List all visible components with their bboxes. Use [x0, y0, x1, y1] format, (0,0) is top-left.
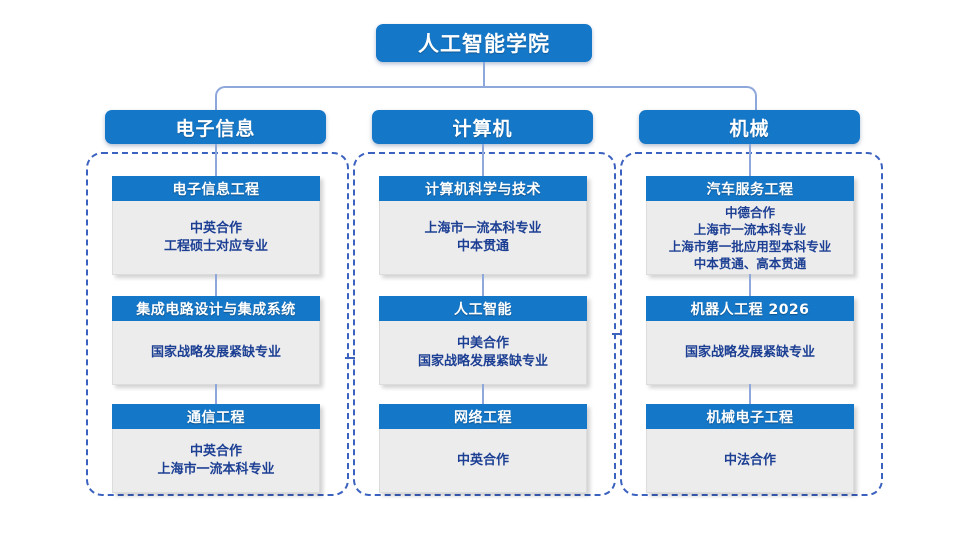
program-detail: 国家战略发展紧缺专业 — [417, 353, 548, 369]
program-card-2-2-title: 机械电子工程 — [706, 409, 794, 426]
program-card-1-0-title: 计算机科学与技术 — [425, 181, 541, 198]
program-detail: 中本贯通、高本贯通 — [693, 255, 807, 271]
program-detail: 中德合作 — [724, 204, 775, 220]
program-detail: 中英合作 — [456, 452, 509, 468]
branch-container-2 — [620, 152, 883, 496]
branch-1-down-connector — [482, 144, 484, 176]
program-card-0-2-header: 通信工程 — [112, 404, 320, 429]
program-card-2-2-header: 机械电子工程 — [646, 404, 854, 429]
program-card-0-0-title: 电子信息工程 — [172, 181, 260, 198]
card-link-2-0 — [749, 274, 751, 296]
branch-0-down-connector — [215, 144, 217, 176]
program-card-1-2-title: 网络工程 — [454, 409, 512, 426]
branch-header-0[interactable]: 电子信息 — [105, 110, 326, 144]
program-card-2-0-body: 中德合作 上海市一流本科专业 上海市第一批应用型本科专业 中本贯通、高本贯通 — [646, 201, 854, 275]
program-card-1-2-header: 网络工程 — [379, 404, 587, 429]
branch-2-down-connector — [749, 144, 751, 176]
branch-container-1 — [353, 152, 616, 496]
program-detail: 上海市一流本科专业 — [157, 461, 275, 477]
program-detail: 中英合作 — [189, 443, 242, 459]
program-card-0-2[interactable]: 通信工程 中英合作 上海市一流本科专业 — [112, 404, 320, 493]
program-detail: 中美合作 — [456, 335, 509, 351]
program-detail: 国家战略发展紧缺专业 — [150, 344, 281, 360]
program-detail: 上海市一流本科专业 — [424, 220, 542, 236]
program-card-2-0-header: 汽车服务工程 — [646, 176, 854, 201]
program-card-2-1-body: 国家战略发展紧缺专业 — [646, 321, 854, 385]
program-card-2-1-title: 机器人工程 2026 — [690, 301, 810, 318]
program-detail: 中英合作 — [189, 220, 242, 236]
program-card-1-0-body: 上海市一流本科专业 中本贯通 — [379, 201, 587, 275]
container-link-0-1 — [345, 357, 355, 359]
program-card-2-0-title: 汽车服务工程 — [706, 181, 794, 198]
program-card-0-0-body: 中英合作 工程硕士对应专业 — [112, 201, 320, 275]
program-detail: 中法合作 — [723, 452, 776, 468]
root-trunk-connector — [483, 62, 485, 88]
program-card-2-1[interactable]: 机器人工程 2026 国家战略发展紧缺专业 — [646, 296, 854, 385]
card-link-0-0 — [215, 274, 217, 296]
program-card-1-1-header: 人工智能 — [379, 296, 587, 321]
program-card-0-1[interactable]: 集成电路设计与集成系统 国家战略发展紧缺专业 — [112, 296, 320, 385]
program-card-0-0-header: 电子信息工程 — [112, 176, 320, 201]
branch-header-1-label: 计算机 — [452, 117, 513, 140]
program-card-0-2-title: 通信工程 — [187, 409, 245, 426]
program-card-2-0[interactable]: 汽车服务工程 中德合作 上海市一流本科专业 上海市第一批应用型本科专业 中本贯通… — [646, 176, 854, 275]
program-card-2-1-header: 机器人工程 2026 — [646, 296, 854, 321]
root-node-label: 人工智能学院 — [418, 32, 550, 56]
program-card-0-1-header: 集成电路设计与集成系统 — [112, 296, 320, 321]
program-card-1-1[interactable]: 人工智能 中美合作 国家战略发展紧缺专业 — [379, 296, 587, 385]
root-node[interactable]: 人工智能学院 — [376, 24, 592, 62]
program-card-1-2[interactable]: 网络工程 中英合作 — [379, 404, 587, 493]
program-card-1-0[interactable]: 计算机科学与技术 上海市一流本科专业 中本贯通 — [379, 176, 587, 275]
program-card-0-1-title: 集成电路设计与集成系统 — [136, 301, 296, 318]
card-link-2-1 — [749, 384, 751, 406]
branch-header-0-label: 电子信息 — [175, 117, 256, 140]
program-card-0-1-body: 国家战略发展紧缺专业 — [112, 321, 320, 385]
program-card-2-2-body: 中法合作 — [646, 429, 854, 493]
program-detail: 中本贯通 — [456, 238, 509, 254]
branch-header-2-label: 机械 — [729, 117, 770, 140]
card-link-0-1 — [215, 384, 217, 406]
card-link-1-1 — [482, 384, 484, 406]
branch-container-0 — [86, 152, 349, 496]
program-card-0-2-body: 中英合作 上海市一流本科专业 — [112, 429, 320, 493]
branch-bus-connector — [215, 86, 757, 112]
program-card-1-1-body: 中美合作 国家战略发展紧缺专业 — [379, 321, 587, 385]
container-link-1-2 — [612, 333, 622, 335]
program-detail: 工程硕士对应专业 — [163, 238, 268, 254]
card-link-1-0 — [482, 274, 484, 296]
program-card-1-0-header: 计算机科学与技术 — [379, 176, 587, 201]
branch-header-1[interactable]: 计算机 — [372, 110, 593, 144]
program-card-1-1-title: 人工智能 — [454, 301, 512, 318]
program-detail: 上海市一流本科专业 — [693, 221, 807, 237]
branch-header-2[interactable]: 机械 — [639, 110, 860, 144]
program-detail: 国家战略发展紧缺专业 — [684, 344, 815, 360]
program-detail: 上海市第一批应用型本科专业 — [668, 238, 832, 254]
program-card-0-0[interactable]: 电子信息工程 中英合作 工程硕士对应专业 — [112, 176, 320, 275]
program-card-2-2[interactable]: 机械电子工程 中法合作 — [646, 404, 854, 493]
program-card-1-2-body: 中英合作 — [379, 429, 587, 493]
